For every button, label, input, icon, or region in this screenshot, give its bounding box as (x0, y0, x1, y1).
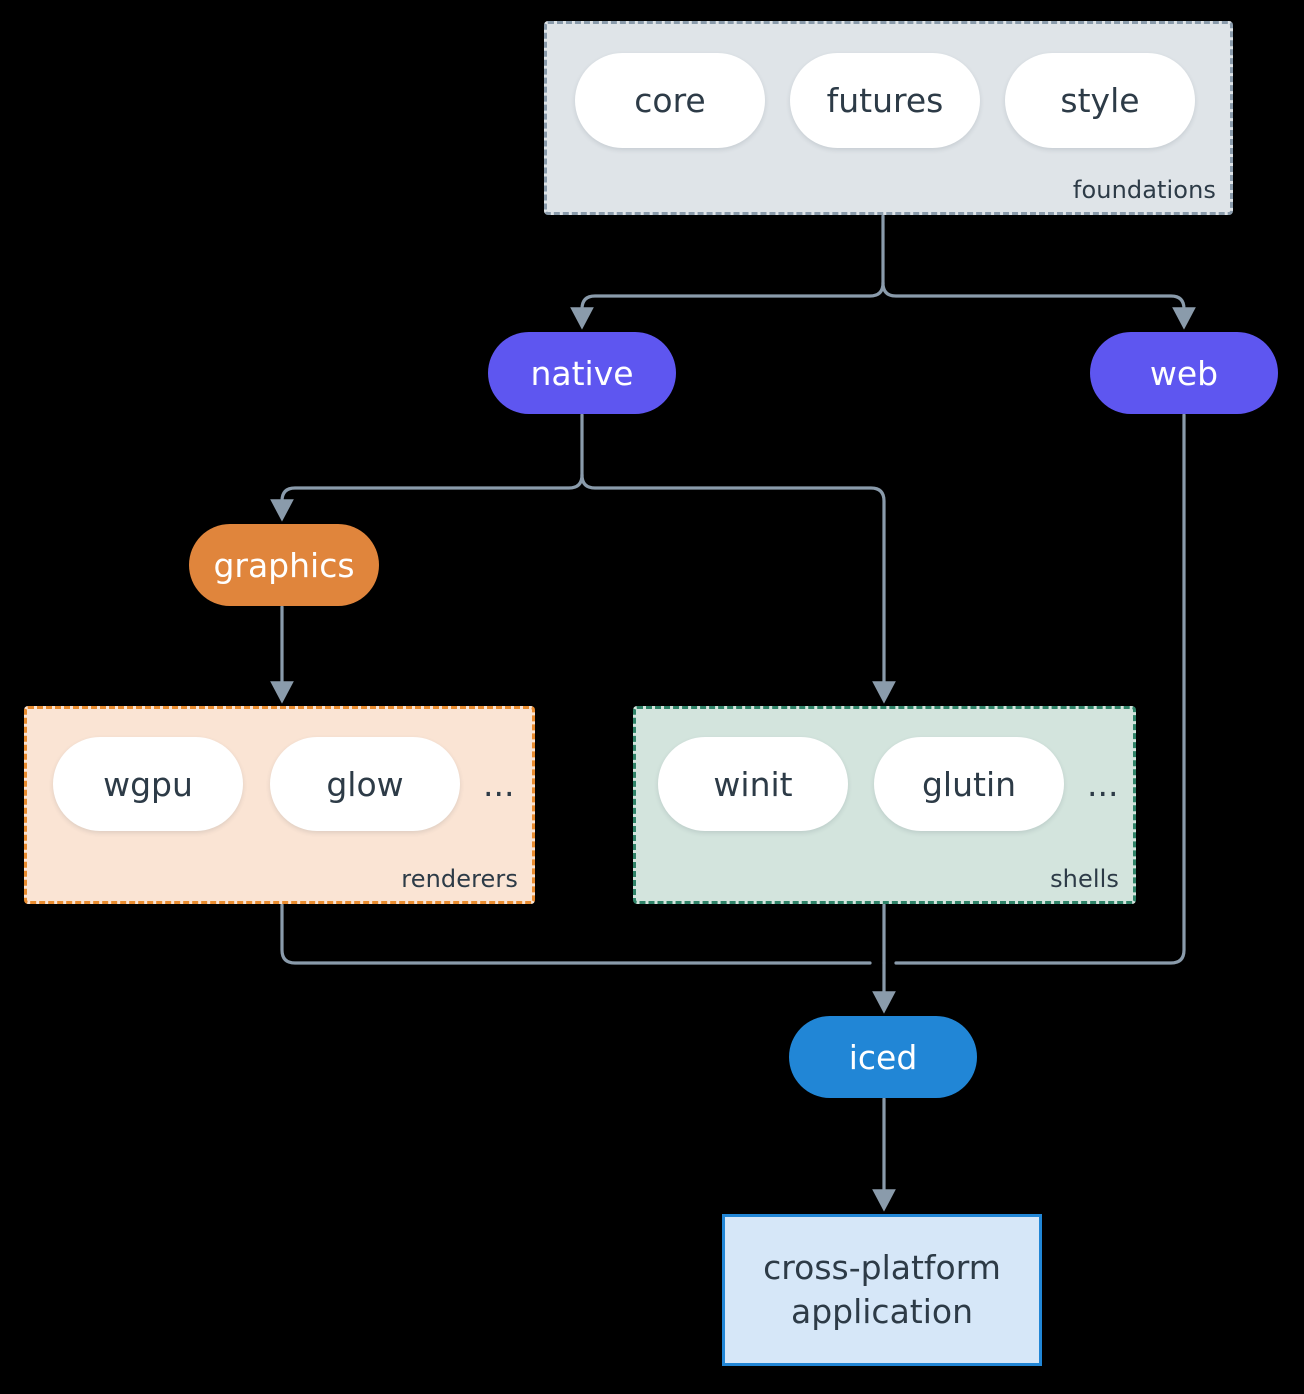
shells-item-glutin[interactable]: glutin (874, 737, 1064, 831)
renderers-item-wgpu-label: wgpu (103, 764, 193, 804)
foundations-item-core[interactable]: core (575, 53, 765, 148)
group-shells: winit glutin ... shells (633, 706, 1136, 904)
group-renderers: wgpu glow ... renderers (24, 706, 535, 904)
node-web-label: web (1149, 353, 1219, 393)
node-web[interactable]: web (1090, 332, 1278, 414)
edge-native-to-shells (580, 473, 896, 704)
foundations-item-style[interactable]: style (1005, 53, 1195, 148)
shells-more-ellipsis: ... (1087, 765, 1119, 804)
node-cross-platform-application[interactable]: cross-platform application (722, 1214, 1042, 1366)
edge-renderers-to-bus (280, 903, 872, 965)
node-native-label: native (530, 353, 634, 393)
group-renderers-label: renderers (401, 865, 518, 893)
node-native[interactable]: native (488, 332, 676, 414)
renderers-item-wgpu[interactable]: wgpu (53, 737, 243, 831)
group-foundations: core futures style foundations (544, 21, 1233, 215)
node-iced[interactable]: iced (789, 1016, 977, 1098)
renderers-item-glow[interactable]: glow (270, 737, 460, 831)
group-foundations-label: foundations (1072, 176, 1216, 204)
renderers-item-glow-label: glow (326, 764, 404, 804)
edge-foundations-to-web (881, 281, 1196, 330)
shells-item-winit-label: winit (713, 764, 793, 804)
foundations-item-style-label: style (1060, 81, 1140, 120)
foundations-item-futures-label: futures (826, 81, 944, 120)
foundations-item-futures[interactable]: futures (790, 53, 980, 148)
node-graphics[interactable]: graphics (189, 524, 379, 606)
group-shells-label: shells (1050, 865, 1119, 893)
shells-item-glutin-label: glutin (921, 764, 1017, 804)
edge-foundations-to-native (570, 281, 885, 330)
application-label-line2: application (790, 1292, 974, 1331)
renderers-more-ellipsis: ... (483, 765, 515, 804)
node-iced-label: iced (848, 1037, 918, 1077)
shells-item-winit[interactable]: winit (658, 737, 848, 831)
node-graphics-label: graphics (213, 545, 355, 585)
foundations-item-core-label: core (634, 81, 706, 120)
edge-native-to-graphics (270, 473, 584, 522)
application-label-line1: cross-platform (763, 1248, 1001, 1288)
